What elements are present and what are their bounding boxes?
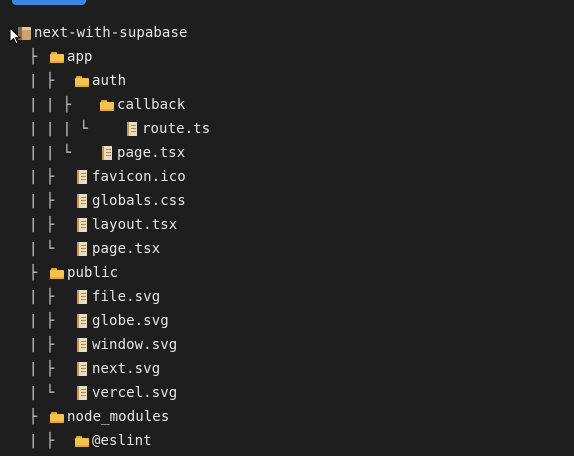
- folder-icon: [50, 410, 64, 424]
- tree-label: next-with-supabase: [34, 25, 188, 41]
- tree-node[interactable]: globe.svg: [75, 309, 169, 333]
- tree-label: route.ts: [142, 121, 211, 137]
- tree-row[interactable]: ├ node_modules: [0, 405, 574, 429]
- tree-label: file.svg: [92, 289, 161, 305]
- tree-node[interactable]: vercel.svg: [75, 381, 177, 405]
- tree-row[interactable]: | ├ globe.svg: [0, 309, 574, 333]
- tree-guide: | | ├: [29, 97, 72, 113]
- file-icon: [125, 122, 139, 136]
- tree-node[interactable]: route.ts: [125, 117, 210, 141]
- tree-row-root[interactable]: next-with-supabase: [0, 21, 574, 45]
- file-icon: [75, 218, 89, 232]
- folder-icon: [50, 50, 64, 64]
- tree-guide: | ├: [29, 433, 55, 449]
- tree-guide: | └: [29, 241, 55, 257]
- tree-label: layout.tsx: [92, 217, 178, 233]
- folder-icon: [100, 98, 114, 112]
- tree-label: page.tsx: [117, 145, 186, 161]
- tree-row[interactable]: | ├ favicon.ico: [0, 165, 574, 189]
- folder-icon: [75, 74, 89, 88]
- file-icon: [100, 146, 114, 160]
- tree-node[interactable]: node_modules: [50, 405, 169, 429]
- folder-icon: [75, 434, 89, 448]
- tree-label: globals.css: [92, 193, 186, 209]
- tree-guide: | ├: [29, 217, 55, 233]
- tree-guide: | | └: [29, 145, 72, 161]
- tree-node[interactable]: favicon.ico: [75, 165, 186, 189]
- tree-guide: | | | └: [29, 121, 89, 137]
- tree-guide: | ├: [29, 313, 55, 329]
- tree-row[interactable]: | | | └ route.ts: [0, 117, 574, 141]
- tree-row[interactable]: | └ page.tsx: [0, 237, 574, 261]
- tree-row[interactable]: | ├ window.svg: [0, 333, 574, 357]
- tree-label: app: [67, 49, 93, 65]
- file-icon: [75, 242, 89, 256]
- file-icon: [75, 386, 89, 400]
- tree-node[interactable]: layout.tsx: [75, 213, 177, 237]
- tree-label: page.tsx: [92, 241, 161, 257]
- tree-node[interactable]: page.tsx: [75, 237, 160, 261]
- tree-row[interactable]: | ├ file.svg: [0, 285, 574, 309]
- tree-node[interactable]: app: [50, 45, 93, 69]
- tree-node[interactable]: auth: [75, 69, 126, 93]
- file-icon: [75, 338, 89, 352]
- tree-node[interactable]: @eslint: [75, 429, 152, 453]
- tree-label: vercel.svg: [92, 385, 178, 401]
- tree-label: callback: [117, 97, 186, 113]
- top-action-button[interactable]: [12, 0, 86, 5]
- tree-label: window.svg: [92, 337, 178, 353]
- tree-row[interactable]: | | └ page.tsx: [0, 141, 574, 165]
- tree-guide: | ├: [29, 289, 55, 305]
- tree-row[interactable]: | ├ next.svg: [0, 357, 574, 381]
- tree-row[interactable]: | | ├ callback: [0, 93, 574, 117]
- tree-node[interactable]: window.svg: [75, 333, 177, 357]
- tree-guide: | ├: [29, 73, 55, 89]
- mouse-cursor-icon: [9, 27, 21, 45]
- tree-row[interactable]: | └ vercel.svg: [0, 381, 574, 405]
- file-tree: next-with-supabase ├ app | ├ auth | | ├ …: [0, 21, 574, 453]
- tree-node[interactable]: globals.css: [75, 189, 186, 213]
- tree-node[interactable]: file.svg: [75, 285, 160, 309]
- tree-row[interactable]: | ├ @eslint: [0, 429, 574, 453]
- tree-node[interactable]: page.tsx: [100, 141, 185, 165]
- tree-guide: | ├: [29, 361, 55, 377]
- tree-guide: | └: [29, 385, 55, 401]
- tree-row[interactable]: ├ public: [0, 261, 574, 285]
- tree-label: globe.svg: [92, 313, 169, 329]
- tree-node[interactable]: next-with-supabase: [17, 21, 188, 45]
- tree-row[interactable]: | ├ layout.tsx: [0, 213, 574, 237]
- tree-label: node_modules: [67, 409, 170, 425]
- tree-guide: | ├: [29, 169, 55, 185]
- tree-guide: ├: [29, 49, 38, 65]
- file-icon: [75, 290, 89, 304]
- tree-label: public: [67, 265, 119, 281]
- tree-label: favicon.ico: [92, 169, 186, 185]
- tree-guide: | ├: [29, 337, 55, 353]
- tree-guide: | ├: [29, 193, 55, 209]
- tree-label: auth: [92, 73, 127, 89]
- tree-label: @eslint: [92, 433, 152, 449]
- tree-guide: ├: [29, 409, 38, 425]
- tree-row[interactable]: ├ app: [0, 45, 574, 69]
- tree-node[interactable]: callback: [100, 93, 185, 117]
- file-icon: [75, 362, 89, 376]
- tree-row[interactable]: | ├ globals.css: [0, 189, 574, 213]
- tree-label: next.svg: [92, 361, 161, 377]
- tree-node[interactable]: public: [50, 261, 118, 285]
- tree-guide: ├: [29, 265, 38, 281]
- tree-node[interactable]: next.svg: [75, 357, 160, 381]
- package-icon: [17, 26, 31, 40]
- folder-icon: [50, 266, 64, 280]
- tree-row[interactable]: | ├ auth: [0, 69, 574, 93]
- file-icon: [75, 194, 89, 208]
- file-icon: [75, 170, 89, 184]
- file-icon: [75, 314, 89, 328]
